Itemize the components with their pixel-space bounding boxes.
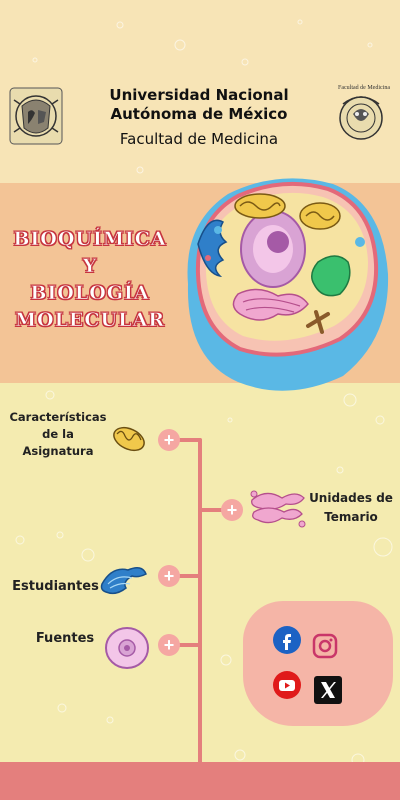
- course-title-line-3: BIOLOGÍA: [30, 282, 150, 305]
- fuentes-label[interactable]: Fuentes: [35, 631, 95, 646]
- caracteristicas-label[interactable]: Características de la Asignatura: [8, 409, 108, 460]
- course-title: BIOQUÍMICA Y BIOLOGÍA MOLECULAR: [8, 226, 172, 334]
- caracteristicas-line-1: Características: [9, 410, 107, 424]
- unidades-line-2: Temario: [324, 510, 378, 524]
- x-icon[interactable]: [313, 675, 343, 705]
- instagram-icon[interactable]: [310, 631, 340, 661]
- course-title-line-4: MOLECULAR: [14, 309, 165, 332]
- unidades-label[interactable]: Unidades de Temario: [308, 489, 394, 527]
- social-links-card: [243, 601, 393, 726]
- caracteristicas-line-2: de la: [42, 427, 74, 441]
- mitochondria-icon: [113, 426, 145, 452]
- fuentes-plus-button[interactable]: +: [158, 634, 180, 656]
- youtube-icon[interactable]: [272, 670, 302, 700]
- unam-seal-icon: [9, 87, 63, 145]
- faculty-medicine-seal-icon: [339, 96, 383, 140]
- estudiantes-plus-button[interactable]: +: [158, 565, 180, 587]
- course-title-line-2: Y: [82, 255, 98, 278]
- unidades-line-1: Unidades de: [309, 491, 393, 505]
- golgi-icon: [250, 490, 306, 528]
- faculty-name: Facultad de Medicina: [119, 130, 279, 148]
- course-title-line-1: BIOQUÍMICA: [13, 228, 167, 251]
- caracteristicas-plus-button[interactable]: +: [158, 429, 180, 451]
- facebook-icon[interactable]: [272, 625, 302, 655]
- header-background: [0, 0, 400, 183]
- cell-icon: [105, 627, 149, 669]
- university-name: Universidad Nacional Autónoma de México: [109, 86, 289, 123]
- faculty-seal-label: Facultad de Medicina: [338, 85, 390, 91]
- footer-bar: [0, 762, 400, 800]
- animal-cell-icon: [187, 178, 389, 391]
- caracteristicas-line-3: Asignatura: [22, 444, 94, 458]
- estudiantes-label[interactable]: Estudiantes: [12, 579, 99, 594]
- endoplasmic-reticulum-icon: [100, 567, 147, 595]
- unidades-plus-button[interactable]: +: [221, 499, 243, 521]
